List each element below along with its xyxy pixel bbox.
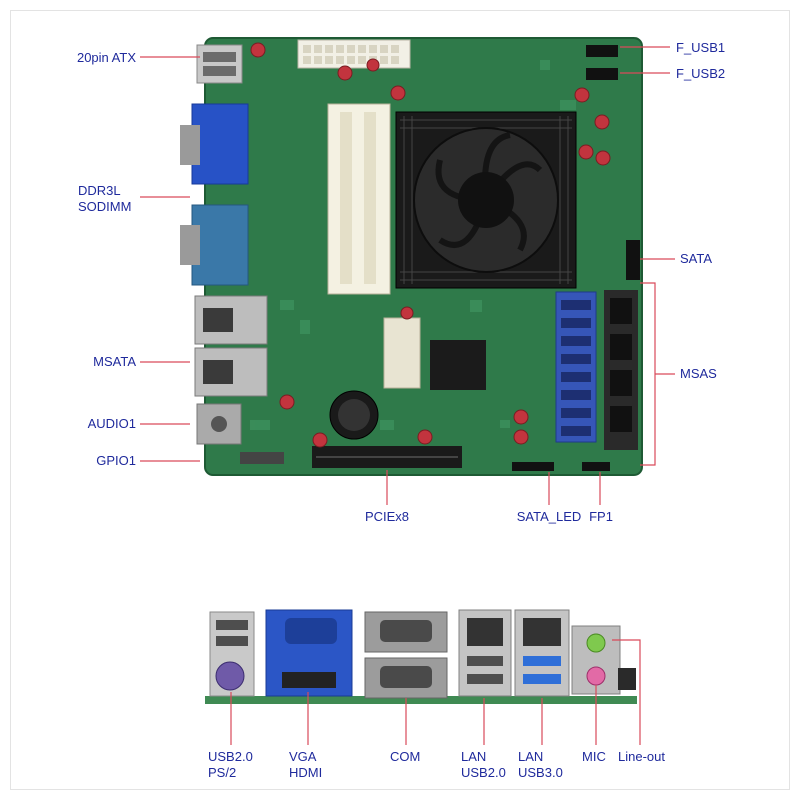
label-lan-usb3-line2: USB3.0 <box>518 765 563 780</box>
label-pciex8: PCIEx8 <box>364 509 410 524</box>
io-panel <box>205 609 637 704</box>
label-msata: MSATA <box>93 354 136 369</box>
gpio-header <box>240 452 284 464</box>
label-line-out: Line-out <box>618 749 665 764</box>
label-vga-hdmi: VGA HDMI <box>289 749 322 781</box>
label-fp1: FP1 <box>589 509 613 524</box>
label-lan-usb2: LAN USB2.0 <box>461 749 506 781</box>
msata-slot <box>383 317 421 389</box>
label-f-usb2: F_USB2 <box>676 66 726 81</box>
pcie-slot <box>312 446 462 468</box>
fp1-header <box>582 462 610 471</box>
label-ddr3l-line2: SODIMM <box>78 199 132 214</box>
label-ddr3l-line1: DDR3L <box>78 183 121 198</box>
vga-port-board <box>180 103 249 185</box>
label-sata-led: SATA_LED <box>516 509 582 524</box>
label-lan-usb3-line1: LAN <box>518 749 544 764</box>
label-usb-ps2: USB2.0 PS/2 <box>208 749 253 781</box>
capacitors <box>250 42 611 448</box>
label-lan-usb2-line2: USB2.0 <box>461 765 506 780</box>
label-com: COM <box>390 749 421 764</box>
label-ddr3l: DDR3L SODIMM <box>40 183 136 215</box>
msas-connectors-board <box>555 290 638 450</box>
label-audio1: AUDIO1 <box>87 416 136 431</box>
label-sata: SATA <box>680 251 713 266</box>
io-vga-hdmi <box>265 609 353 697</box>
io-lan-usb2 <box>458 609 512 697</box>
audio-jacks-board <box>196 403 242 445</box>
label-vga-hdmi-line2: HDMI <box>289 765 323 780</box>
cpu-heatsink <box>395 111 577 289</box>
image-frame <box>10 10 790 790</box>
sodimm-slot <box>327 103 391 295</box>
leader-lines-bottom <box>230 639 641 745</box>
label-vga-hdmi-line1: VGA <box>289 749 317 764</box>
chipset <box>430 340 486 390</box>
label-msas: MSAS <box>680 366 717 381</box>
com-port-board <box>180 204 249 286</box>
label-f-usb1: F_USB1 <box>676 40 726 55</box>
io-usb-ps2 <box>209 611 255 697</box>
sata-connector-board <box>626 240 640 280</box>
label-gpio1: GPIO1 <box>96 453 136 468</box>
lan-ports-board <box>194 295 268 397</box>
label-atx: 20pin ATX <box>76 50 136 65</box>
label-usb-ps2-line2: PS/2 <box>208 765 237 780</box>
cmos-battery <box>329 390 379 440</box>
label-usb-ps2-line1: USB2.0 <box>208 749 253 764</box>
atx-connector <box>297 39 411 69</box>
io-com <box>364 611 448 699</box>
io-lan-usb3 <box>514 609 570 697</box>
rear-usb-top <box>196 44 243 84</box>
sata-led-header <box>512 462 554 471</box>
leader-lines-top <box>140 46 675 505</box>
label-lan-usb2-line1: LAN <box>461 749 487 764</box>
label-mic: MIC <box>582 749 606 764</box>
label-lan-usb3: LAN USB3.0 <box>518 749 563 781</box>
io-audio <box>571 625 636 695</box>
front-usb-headers <box>586 45 618 80</box>
